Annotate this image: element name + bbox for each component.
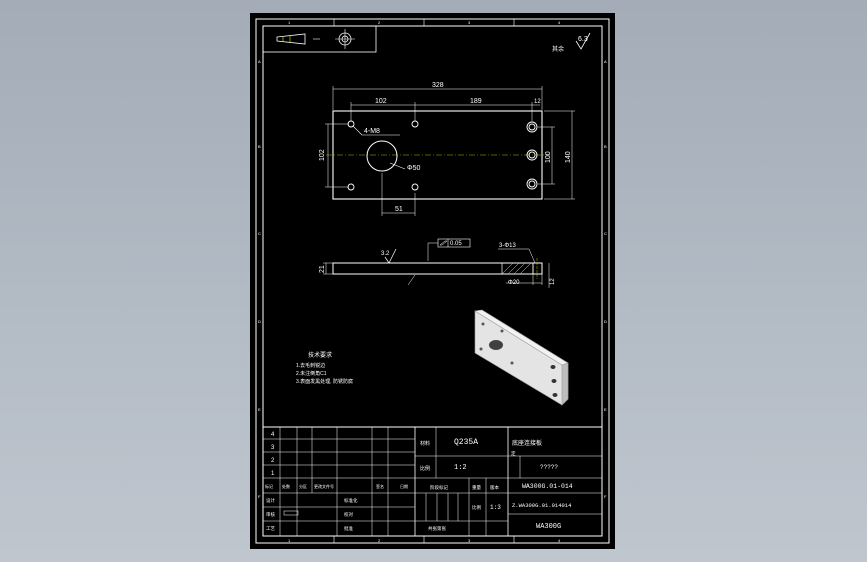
zone-top-3: 3 — [468, 20, 471, 25]
header-count: 处数 — [282, 483, 290, 489]
zone-right-a: A — [604, 59, 607, 64]
material-value: Q235A — [454, 438, 478, 447]
roughness-value: 6.3 — [578, 36, 588, 43]
drawing-number: WA300G.01-014 — [522, 483, 573, 490]
counterbore-count: 3-Φ13 — [499, 243, 516, 249]
roughness-note: 其余 — [552, 45, 564, 53]
rev-row-1: 1 — [271, 471, 275, 477]
zone-left-f: F — [258, 494, 261, 499]
zone-bottom-3: 3 — [468, 538, 471, 543]
role-approve: 批准 — [344, 525, 353, 532]
role-review: 审核 — [266, 511, 275, 518]
note-line-1: 1.去毛刺锐边 — [296, 362, 325, 369]
title-block: 4 3 2 1 标记 处数 分区 更改文件号 签名 日期 设计 审核 工艺 标准… — [262, 426, 603, 537]
version-label: 版本 — [490, 484, 499, 491]
dim-height-outer: 140 — [565, 151, 572, 163]
flatness-value: 0.05 — [450, 241, 462, 247]
zone-bottom-1: 1 — [288, 538, 291, 543]
zone-top-1: 1 — [288, 20, 291, 25]
rev-row-4: 4 — [271, 432, 275, 438]
roughness-symbol: 其余 6.3 — [552, 32, 591, 53]
counterbore-dia: Φ20 — [508, 280, 520, 286]
material-label: 材料 — [420, 440, 430, 447]
header-mark: 标记 — [265, 483, 273, 489]
dim-height-inner: 100 — [545, 151, 552, 163]
header-change-doc: 更改文件号 — [314, 483, 334, 489]
part-name-suffix: 定 — [511, 450, 516, 457]
plate-isometric-view — [474, 309, 569, 406]
zone-right-d: D — [604, 319, 607, 324]
center-bore-label: Φ50 — [407, 165, 420, 172]
role-check: 校对 — [344, 511, 353, 518]
header-date: 日期 — [400, 483, 408, 489]
outer-frame — [255, 18, 610, 544]
role-standard: 标准化 — [344, 497, 358, 504]
zone-right-f: F — [604, 494, 607, 499]
projection-symbol — [262, 25, 377, 53]
zone-bottom-4: 4 — [558, 538, 561, 543]
scale-value: 1:2 — [454, 464, 467, 472]
dim-thickness: 21 — [319, 265, 326, 273]
size-label: 比例 — [472, 504, 481, 511]
dim-bore-offset: 51 — [395, 206, 403, 213]
side-roughness: 3.2 — [381, 251, 390, 257]
header-signature: 签名 — [376, 483, 384, 489]
zone-right-e: E — [604, 407, 607, 412]
iso-bore — [489, 340, 503, 350]
scale-label: 比例 — [420, 465, 430, 472]
role-process: 工艺 — [266, 526, 275, 531]
product-code: WA300G — [536, 523, 561, 531]
zone-left-d: D — [258, 319, 261, 324]
dim-overall-length: 328 — [432, 82, 444, 89]
center-bore — [366, 140, 398, 172]
tapped-holes-label: 4-M8 — [364, 128, 380, 135]
zone-top-4: 4 — [558, 20, 561, 25]
cad-drawing: 1 2 3 4 1 2 3 4 A B C D E F A B C D E F — [255, 18, 610, 544]
rev-row-2: 2 — [271, 458, 275, 464]
rev-row-3: 3 — [271, 445, 275, 451]
part-name: 底座连接板 — [512, 439, 542, 447]
zone-left-e: E — [258, 407, 261, 412]
weight-label: 重量 — [472, 484, 481, 491]
plate-side-view: 21 3.2 0.05 3-Φ13 Φ20 12 — [319, 238, 556, 288]
stage-label: 阶段标记 — [430, 484, 448, 491]
drawing-number-2: Z.WA300G.01.014014 — [512, 502, 572, 509]
zone-left-b: B — [258, 144, 261, 149]
dim-height-left: 102 — [319, 149, 326, 161]
notes-title: 技术要求 — [308, 351, 332, 359]
cone-icon — [276, 33, 306, 45]
side-outline — [332, 262, 543, 275]
plate-outline — [332, 110, 543, 200]
zone-top-2: 2 — [378, 20, 381, 25]
quantity-value: ????? — [540, 464, 558, 471]
roughness-check-icon — [575, 32, 591, 50]
dim-spacing-left: 102 — [375, 98, 387, 105]
flatness-icon — [439, 240, 448, 246]
plate-top-view: 4-M8 Φ50 328 102 189 12 102 100 140 — [319, 82, 575, 216]
drawing-sheet: 1 2 3 4 1 2 3 4 A B C D E F A B C D E F — [250, 13, 615, 549]
zone-right-b: B — [604, 144, 607, 149]
zone-markers: 1 2 3 4 1 2 3 4 A B C D E F A B C D E F — [258, 19, 607, 543]
zone-left-a: A — [258, 59, 261, 64]
note-line-3: 3.表面发黑处理, 防锈防腐 — [296, 378, 353, 385]
zone-right-c: C — [604, 231, 607, 236]
sheet-info: 共张第张 — [428, 525, 446, 532]
header-zone: 分区 — [299, 483, 307, 489]
zone-left-c: C — [258, 231, 261, 236]
technical-notes: 技术要求 1.去毛刺锐边 2.未注倒角C1 3.表面发黑处理, 防锈防腐 — [296, 351, 353, 385]
counterbore-depth: 12 — [550, 278, 556, 285]
zone-bottom-2: 2 — [378, 538, 381, 543]
role-design: 设计 — [266, 497, 275, 504]
sheet-scale: 1:3 — [490, 504, 501, 511]
dim-edge-offset: 12 — [534, 99, 541, 105]
note-line-2: 2.未注倒角C1 — [296, 370, 327, 377]
dim-spacing-right: 189 — [470, 98, 482, 105]
